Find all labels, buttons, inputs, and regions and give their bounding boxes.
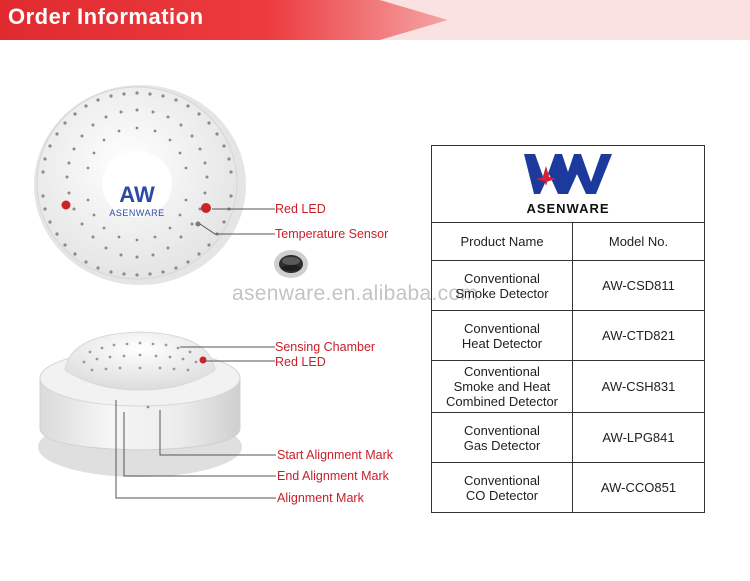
model-no-cell: AW-CSH831 <box>572 360 705 413</box>
detector-top-view: AW ASENWARE <box>34 85 246 285</box>
label-temperature-sensor: Temperature Sensor <box>275 227 389 241</box>
label-start-alignment-mark: Start Alignment Mark <box>277 448 394 462</box>
label-sensing-chamber: Sensing Chamber <box>275 340 376 354</box>
red-led-dot-left <box>61 200 71 210</box>
model-table: ASENWARE Product Name Model No. Conventi… <box>431 145 705 513</box>
label-red-led-side: Red LED <box>275 355 326 369</box>
svg-text:ASENWARE: ASENWARE <box>109 208 164 218</box>
header-model-no: Model No. <box>572 222 705 261</box>
banner-shape <box>0 0 750 40</box>
red-led-dot <box>201 203 211 213</box>
model-no-cell: AW-CSD811 <box>572 260 705 311</box>
label-end-alignment-mark: End Alignment Mark <box>277 469 389 483</box>
header-product-name: Product Name <box>431 222 573 261</box>
model-no-cell: AW-CTD821 <box>572 310 705 361</box>
asenware-logo-icon <box>524 154 612 194</box>
temperature-sensor-dot <box>195 221 201 227</box>
model-no-cell: AW-LPG841 <box>572 412 705 463</box>
sensor-coil-icon <box>274 250 308 278</box>
alignment-notch <box>146 405 150 409</box>
page-title: Order Information <box>8 4 204 29</box>
label-alignment-mark: Alignment Mark <box>277 491 364 505</box>
product-illustration: AW ASENWARE <box>34 85 308 499</box>
detector-side-view <box>38 331 242 477</box>
svg-text:AW: AW <box>119 182 155 207</box>
model-no-cell: AW-CCO851 <box>572 462 705 513</box>
brand-logo-cell: ASENWARE <box>431 145 705 223</box>
watermark: asenware.en.alibaba.com <box>232 282 479 305</box>
label-red-led: Red LED <box>275 202 326 216</box>
side-red-led-dot <box>199 356 207 364</box>
brand-name: ASENWARE <box>526 201 610 216</box>
